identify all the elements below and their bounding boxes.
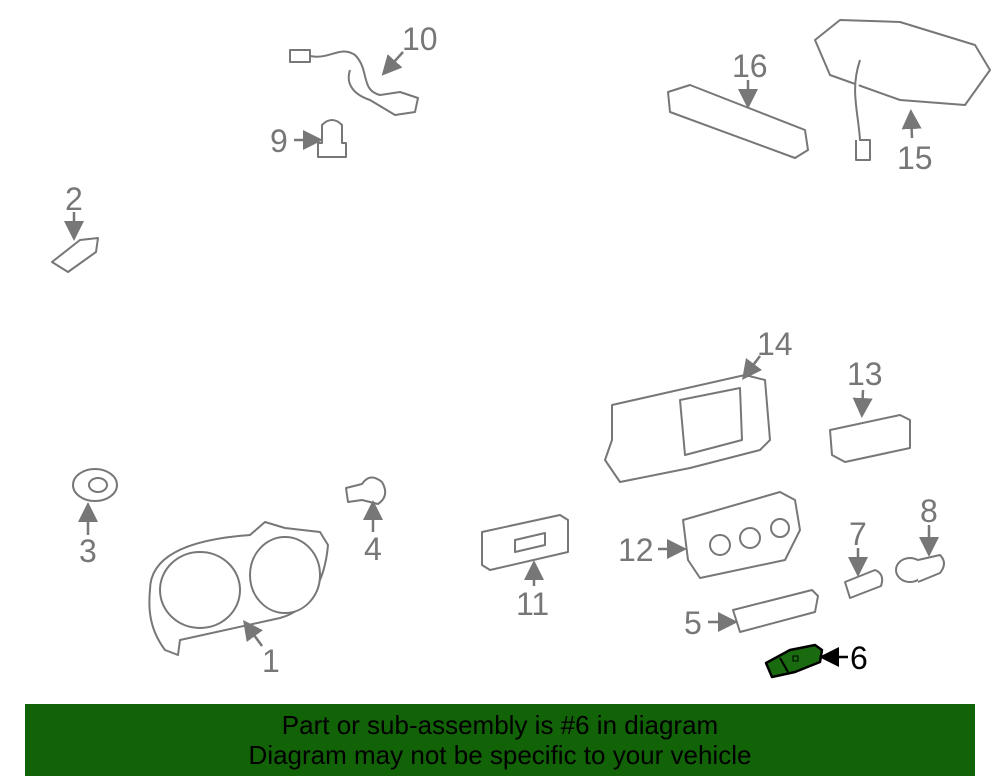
part-2-switch[interactable] bbox=[51, 237, 99, 273]
callout-16: 16 bbox=[732, 48, 768, 84]
callout-14: 14 bbox=[757, 326, 793, 362]
banner-line-1: Part or sub-assembly is #6 in diagram bbox=[281, 710, 719, 740]
callout-15: 15 bbox=[897, 140, 933, 176]
callout-11: 11 bbox=[516, 586, 549, 622]
callout-4: 4 bbox=[364, 531, 382, 567]
part-4-sensor[interactable] bbox=[345, 476, 387, 505]
part-5-switch-panel[interactable] bbox=[732, 589, 819, 633]
part-8-socket[interactable] bbox=[895, 554, 945, 583]
part-6-highlighted-switch[interactable] bbox=[764, 643, 824, 679]
part-11-control[interactable] bbox=[481, 514, 569, 571]
callout-5: 5 bbox=[684, 605, 702, 641]
callout-1: 1 bbox=[262, 643, 280, 679]
callout-9: 9 bbox=[270, 123, 288, 159]
part-10-harness[interactable] bbox=[289, 49, 419, 116]
arrow-1 bbox=[243, 619, 264, 647]
part-12-hvac-control[interactable] bbox=[682, 491, 801, 579]
part-14-radio[interactable] bbox=[604, 374, 771, 483]
arrow-15 bbox=[901, 109, 922, 139]
arrow-14 bbox=[742, 355, 762, 380]
arrow-13 bbox=[852, 389, 873, 418]
part-9-bulb[interactable] bbox=[317, 119, 347, 158]
callout-3: 3 bbox=[79, 533, 97, 569]
callout-7: 7 bbox=[849, 516, 867, 552]
part-3-switch[interactable] bbox=[72, 468, 118, 502]
part-7-bulb[interactable] bbox=[844, 569, 884, 599]
part-1-cluster[interactable] bbox=[148, 521, 329, 656]
callout-12: 12 bbox=[618, 532, 654, 568]
callout-13: 13 bbox=[847, 356, 883, 392]
callout-6: 6 bbox=[850, 640, 868, 676]
part-16-strip[interactable] bbox=[667, 84, 809, 159]
callout-2: 2 bbox=[65, 181, 83, 217]
info-banner: Part or sub-assembly is #6 in diagram Di… bbox=[25, 704, 975, 776]
part-15-display[interactable] bbox=[814, 19, 991, 161]
callout-10: 10 bbox=[402, 21, 438, 57]
arrow-10 bbox=[381, 51, 404, 76]
callout-8: 8 bbox=[920, 493, 938, 529]
part-13-module[interactable] bbox=[829, 414, 911, 463]
banner-line-2: Diagram may not be specific to your vehi… bbox=[248, 740, 752, 770]
